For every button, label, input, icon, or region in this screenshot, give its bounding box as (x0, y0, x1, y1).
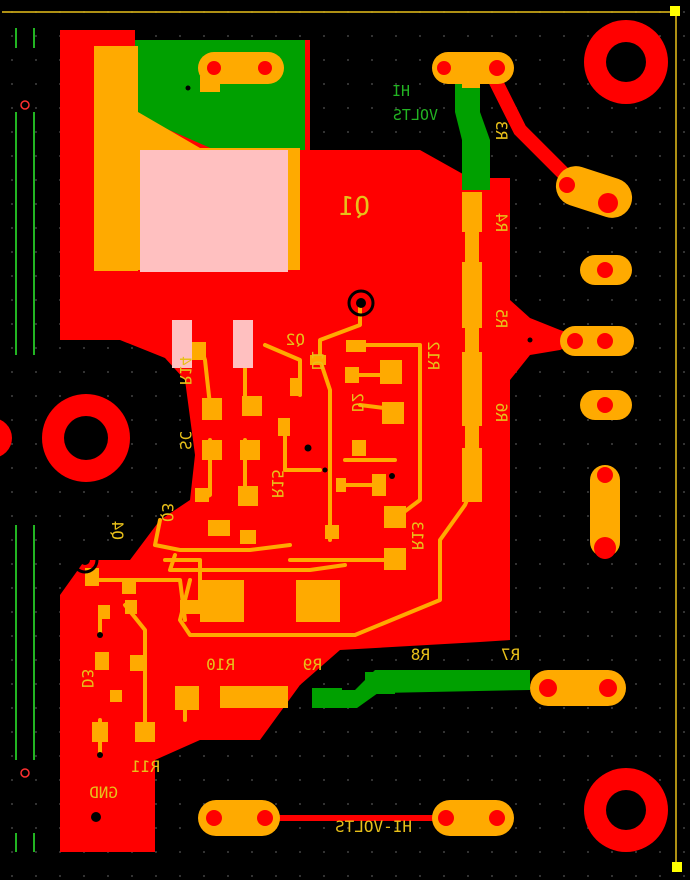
fiducial-bottom (20, 768, 30, 778)
label-hi-volts-top-1: HI (392, 82, 410, 100)
hv-top-stub (462, 62, 480, 88)
label-q1: Q1 (339, 192, 370, 222)
hv-top-hole-right (489, 60, 505, 76)
fiducial-top (20, 100, 30, 110)
label-q2: Q2 (286, 330, 305, 349)
top-pad-stub (200, 76, 220, 92)
label-r12: R12 (424, 341, 443, 370)
label-r4: R4 (492, 213, 511, 232)
mounting-holes (0, 20, 668, 852)
green-trace-r3 (455, 78, 490, 190)
small-smd-pads (85, 340, 406, 742)
top-pad-hole-left (207, 61, 221, 75)
label-gnd: GND (89, 783, 118, 802)
test-point-q2 (347, 289, 375, 317)
top-pad-hole-right (258, 61, 272, 75)
q2-lead-left (172, 320, 192, 368)
r7-output-hole-1 (539, 679, 557, 697)
label-q3: Q3 (158, 503, 177, 522)
resistor-chain-r7-r10 (175, 670, 529, 710)
q1-heatsink (140, 150, 288, 272)
gnd-via (91, 812, 101, 822)
label-r13: R13 (408, 521, 427, 550)
q2-lead-right (233, 320, 253, 368)
resistor-chain-r3-r6 (462, 192, 482, 502)
hv-bottom-hole-1 (206, 810, 222, 826)
hv-bottom-pad-right (432, 800, 514, 836)
label-q4: Q4 (108, 521, 127, 540)
test-point-q4 (71, 546, 99, 574)
left-edge-lines (15, 28, 35, 852)
label-r7: R7 (501, 645, 520, 664)
r7-output-hole-2 (599, 679, 617, 697)
r7-output-pad (530, 670, 626, 706)
label-r3: R3 (492, 121, 511, 140)
label-r8: R8 (411, 645, 430, 664)
label-sc: SC (176, 431, 195, 450)
label-d3: D3 (78, 669, 97, 688)
label-r5: R5 (492, 309, 511, 328)
large-smd-pads (180, 580, 356, 622)
corner-marker-bottom (672, 862, 682, 872)
label-d1: D1 (308, 351, 327, 370)
label-d2: D2 (348, 393, 367, 412)
label-r15: R15 (268, 469, 287, 498)
label-r10: R10 (206, 655, 235, 674)
test-point-q4-center (80, 555, 90, 565)
hv-bottom-pad-left (198, 800, 280, 836)
label-r11: R11 (131, 757, 160, 776)
hv-bottom-hole-4 (489, 810, 505, 826)
vias (97, 85, 533, 758)
label-r9: R9 (303, 655, 322, 674)
silkscreen-labels: Q1 Q2 D1 D2 R12 R14 SC R15 Q3 Q4 R13 R3 … (78, 82, 520, 836)
hv-top-hole-left (437, 61, 451, 75)
right-connector-holes (559, 177, 618, 559)
label-hi-volts-top-2: VOLTS (393, 106, 438, 124)
corner-marker-top (670, 6, 680, 16)
hv-bottom-hole-3 (438, 810, 454, 826)
label-r14: R14 (176, 356, 195, 385)
hv-bottom-hole-2 (257, 810, 273, 826)
label-hi-volts-bottom: HI-VOLTS (335, 817, 412, 836)
label-r6: R6 (492, 403, 511, 422)
test-point-q2-center (356, 298, 366, 308)
